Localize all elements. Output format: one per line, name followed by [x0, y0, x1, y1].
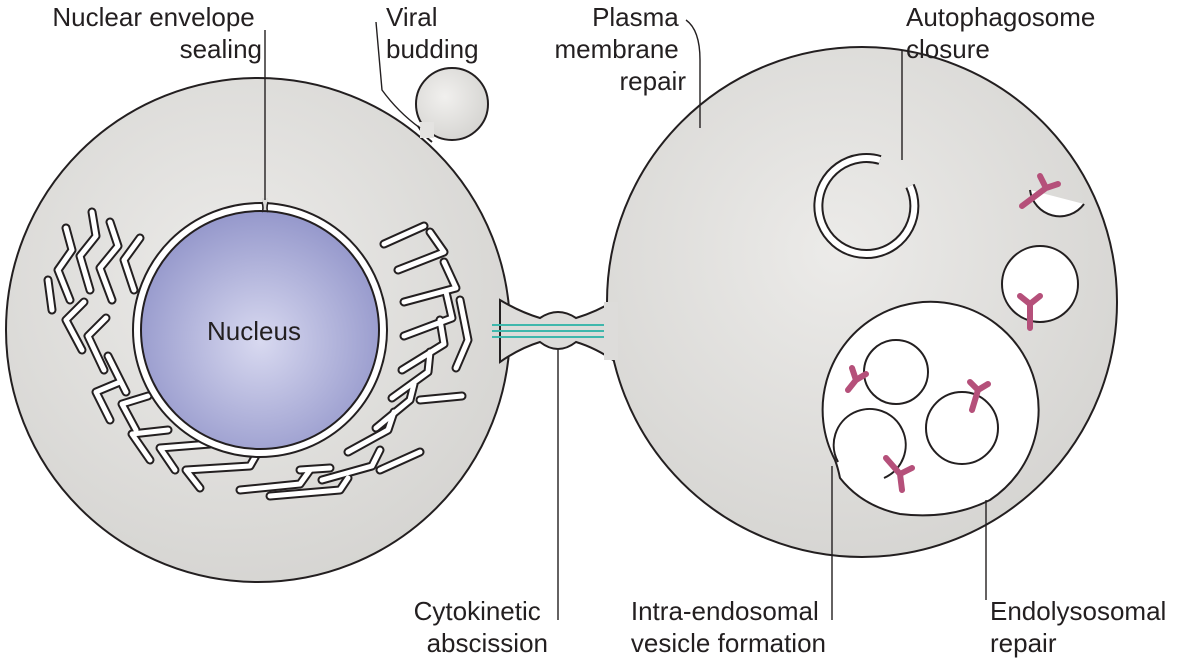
leader-lines — [264, 19, 987, 620]
nucleus — [140, 210, 380, 450]
label-nuclear-envelope-sealing: Nuclear envelope sealing — [52, 2, 262, 64]
right-cell — [604, 46, 1118, 558]
nucleus-label: Nucleus — [207, 316, 301, 346]
label-endolysosomal-repair: Endolysosomal repair — [990, 596, 1174, 658]
spindle-microtubules — [492, 324, 626, 338]
label-viral-budding: Viral budding — [386, 2, 479, 64]
label-intra-endosomal-vesicle-formation: Intra-endosomal vesicle formation — [631, 596, 826, 658]
label-autophagosome-closure: Autophagosome closure — [906, 2, 1103, 64]
label-cytokinetic-abscission: Cytokinetic abscission — [414, 596, 548, 658]
labels: Nuclear envelope sealing Viral budding P… — [52, 2, 1174, 658]
intraluminal-vesicle-top — [863, 339, 929, 405]
left-cell: Nucleus — [5, 67, 511, 583]
endoplasmic-reticulum — [43, 207, 473, 501]
label-plasma-membrane-repair: Plasma membrane repair — [554, 2, 686, 96]
intraluminal-vesicle-right — [925, 391, 999, 465]
budding-vesicle — [832, 407, 907, 479]
endosome — [1001, 245, 1079, 323]
cargo-molecules — [845, 173, 1061, 493]
